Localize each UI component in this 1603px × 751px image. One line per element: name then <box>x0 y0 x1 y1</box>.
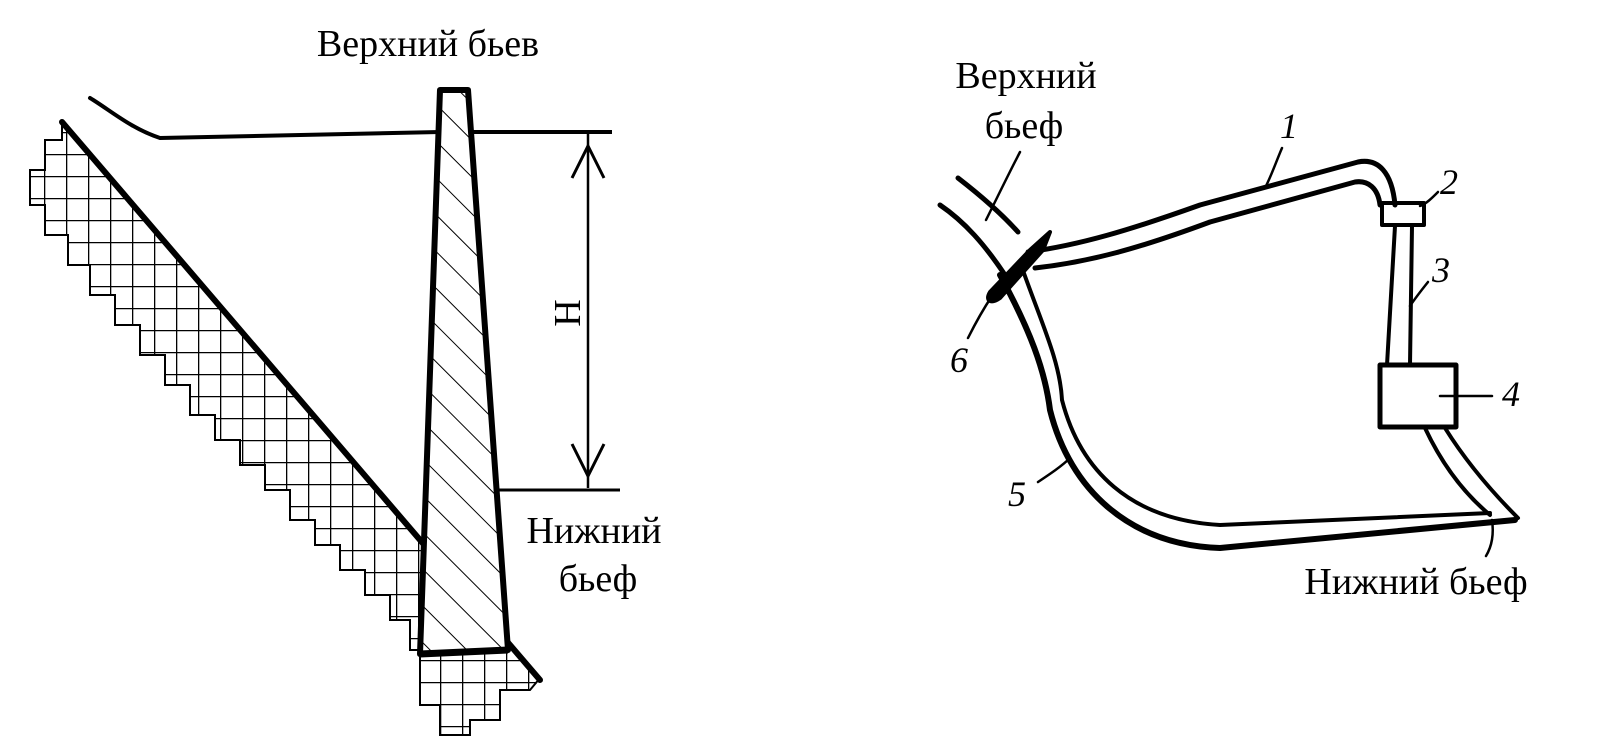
right-lower-pool-label: Нижний бьеф <box>1304 561 1527 603</box>
left-lower-pool-label-line1: Нижний <box>526 510 661 552</box>
left-upper-pool-label: Верхний бьев <box>317 23 539 65</box>
callout-1: 1 <box>1280 106 1298 146</box>
right-labels: Верхний бьеф Нижний бьеф 1 2 3 4 5 6 <box>950 55 1528 603</box>
lower-channel-b <box>997 272 1518 551</box>
reservoir-bank-inner <box>955 175 1021 235</box>
leader-lower-pool <box>1484 518 1494 558</box>
penstock-line-a <box>1385 224 1397 367</box>
leader-3 <box>1408 280 1430 308</box>
pressure-basin <box>1380 201 1426 227</box>
callout-2: 2 <box>1440 162 1458 202</box>
callout-6: 6 <box>950 340 968 380</box>
right-upper-pool-label-line1: Верхний <box>955 55 1096 97</box>
derivation-conduit <box>1025 158 1398 255</box>
left-lower-pool-label-line2: бьеф <box>559 558 638 600</box>
callout-5: 5 <box>1008 474 1026 514</box>
leader-1 <box>1264 146 1284 188</box>
head-dimension: H <box>547 134 606 488</box>
callout-3: 3 <box>1431 250 1450 290</box>
tailrace-b <box>1443 426 1520 520</box>
tailrace-a <box>1423 426 1492 517</box>
lower-channel-a <box>1018 260 1492 527</box>
reservoir-bank-outer <box>937 202 1008 278</box>
leader-6 <box>966 294 994 340</box>
upstream-water-surface <box>88 96 442 141</box>
callout-4: 4 <box>1502 374 1520 414</box>
dam-body <box>417 87 511 657</box>
right-upper-pool-label-line2: бьеф <box>985 105 1064 147</box>
penstock-line-b <box>1408 224 1414 367</box>
right-diagram <box>937 146 1520 558</box>
leader-2 <box>1418 190 1440 208</box>
leader-upper-pool <box>984 150 1022 222</box>
head-label: H <box>547 299 589 326</box>
left-diagram: H Верхний бьев Нижний бьеф <box>29 23 662 736</box>
leader-5 <box>1036 456 1072 484</box>
